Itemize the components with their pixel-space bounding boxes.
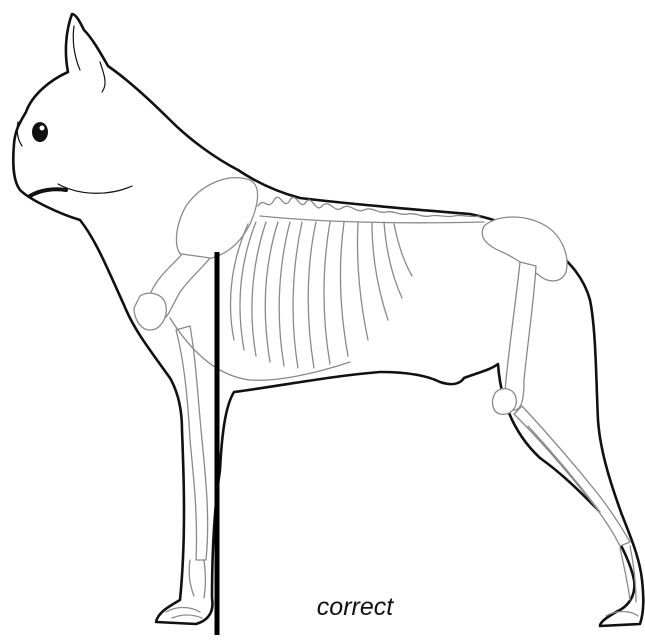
eye-icon <box>32 122 48 142</box>
eye-highlight <box>40 126 45 131</box>
caption-label: correct <box>300 592 410 622</box>
elbow <box>134 293 166 330</box>
patella <box>493 389 517 415</box>
dog-body-outline <box>13 14 643 626</box>
